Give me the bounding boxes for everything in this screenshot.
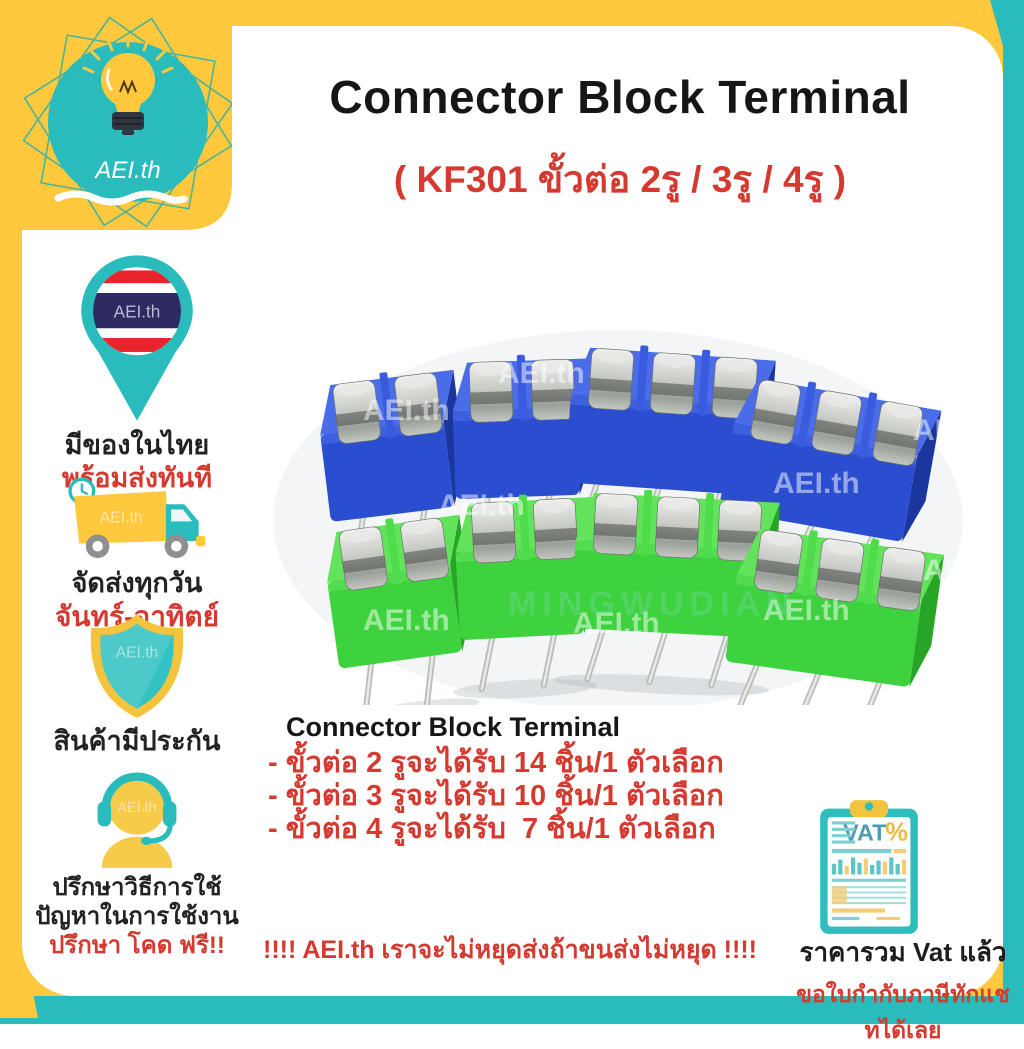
photo-watermark-text: AEI.th bbox=[438, 489, 525, 522]
vat-caption-red: ขอใบกำกับภาษีทักแชทได้เลย bbox=[796, 981, 1010, 1043]
thailand-flag-pin-icon: AEI.th bbox=[81, 255, 193, 421]
vat-caption: ราคารวม Vat แล้ว ขอใบกำกับภาษีทักแชทได้เ… bbox=[790, 932, 1016, 1049]
sidebar-item-support: AEI.th ปรึกษาวิธีการใช้ ปัญหาในการใช้งาน… bbox=[28, 762, 246, 960]
page-subtitle: ( KF301 ขั้วต่อ 2รู / 3รู / 4รู ) bbox=[393, 159, 847, 200]
frame-yellow-wedge bbox=[0, 938, 38, 1018]
shield-badge-text: AEI.th bbox=[116, 645, 158, 662]
sidebar-caption: จัดส่งทุกวัน bbox=[71, 568, 203, 598]
terminal-blocks bbox=[320, 345, 945, 705]
photo-watermark-text: AEI.th bbox=[923, 554, 968, 587]
page-title: Connector Block Terminal bbox=[329, 71, 911, 123]
footer-slogan: !!!! AEI.th เราจะไม่หยุดส่งถ้าขนส่งไม่หย… bbox=[263, 936, 757, 964]
logo-brand-text: AEI.th bbox=[93, 157, 160, 184]
description-item: - ขั้วต่อ 4 รูจะได้รับ 7 ชิ้น/1 ตัวเลือก bbox=[268, 813, 716, 845]
logo-wave bbox=[54, 190, 188, 206]
vat-clipboard-icon: VAT % bbox=[820, 800, 918, 934]
description-item: - ขั้วต่อ 3 รูจะได้รับ 10 ชิ้น/1 ตัวเลือ… bbox=[268, 780, 724, 812]
sidebar-item-stock-thailand: AEI.th มีของในไทย พร้อมส่งทันที bbox=[28, 252, 246, 495]
vat-percent: % bbox=[885, 818, 908, 846]
photo-watermark-text: AEI.th bbox=[363, 604, 450, 637]
flag-badge-text: AEI.th bbox=[114, 302, 161, 322]
photo-watermark-text: AEI.th bbox=[763, 594, 850, 627]
photo-watermark-text: AEI.th bbox=[498, 357, 585, 390]
terminal-block-green-2pin bbox=[327, 514, 480, 705]
sidebar-item-warranty: AEI.th สินค้ามีประกัน bbox=[28, 612, 246, 758]
support-headset-icon: AEI.th bbox=[97, 772, 177, 868]
description-item: - ขั้วต่อ 2 รูจะได้รับ 14 ชิ้น/1 ตัวเลือ… bbox=[268, 747, 724, 779]
photo-watermark-text: AEI.th bbox=[843, 351, 930, 384]
sidebar-item-daily-shipping: AEI.th จัดส่งทุกวัน จันทร์-อาทิตย์ bbox=[28, 477, 246, 633]
photo-watermark-text: AEI.th bbox=[773, 467, 860, 500]
warranty-shield-icon: AEI.th bbox=[90, 614, 184, 718]
lightbulb-icon bbox=[82, 34, 174, 135]
headset-watermark-text: AEI.th bbox=[117, 800, 157, 816]
sidebar-caption: ปัญหาในการใช้งาน bbox=[35, 903, 239, 930]
photo-watermark-text: AEI.th bbox=[573, 607, 660, 640]
photo-watermark-supplier: MINGWUDIAN bbox=[508, 585, 797, 623]
product-description: Connector Block Terminal - ขั้วต่อ 2 รูจ… bbox=[268, 712, 724, 846]
terminal-block-green-3pin bbox=[725, 528, 945, 705]
description-title: Connector Block Terminal bbox=[285, 712, 621, 742]
sidebar-caption: มีของในไทย bbox=[64, 430, 210, 460]
photo-watermark-text: AEI.th bbox=[913, 414, 968, 447]
header: Connector Block Terminal ( KF301 ขั้วต่อ… bbox=[245, 70, 995, 209]
terminal-block-blue-3pin bbox=[546, 345, 776, 553]
photo-watermark-text: AEI.th bbox=[363, 394, 450, 427]
product-photo: AEI.thAEI.thAEI.thAEI.thAEI.thAEI.thAEI.… bbox=[273, 330, 968, 705]
vat-mini-chart bbox=[831, 857, 907, 875]
sidebar-caption-red: ปรึกษา โคด ฟรี!! bbox=[49, 932, 225, 959]
truck-watermark-text: AEI.th bbox=[100, 510, 143, 527]
sidebar-caption: ปรึกษาวิธีการใช้ bbox=[52, 874, 222, 901]
sidebar-caption: สินค้ามีประกัน bbox=[53, 726, 221, 756]
delivery-truck-icon: AEI.th bbox=[68, 477, 206, 559]
vat-caption-black: ราคารวม Vat แล้ว bbox=[799, 937, 1007, 967]
brand-logo: AEI.th bbox=[22, 16, 232, 228]
